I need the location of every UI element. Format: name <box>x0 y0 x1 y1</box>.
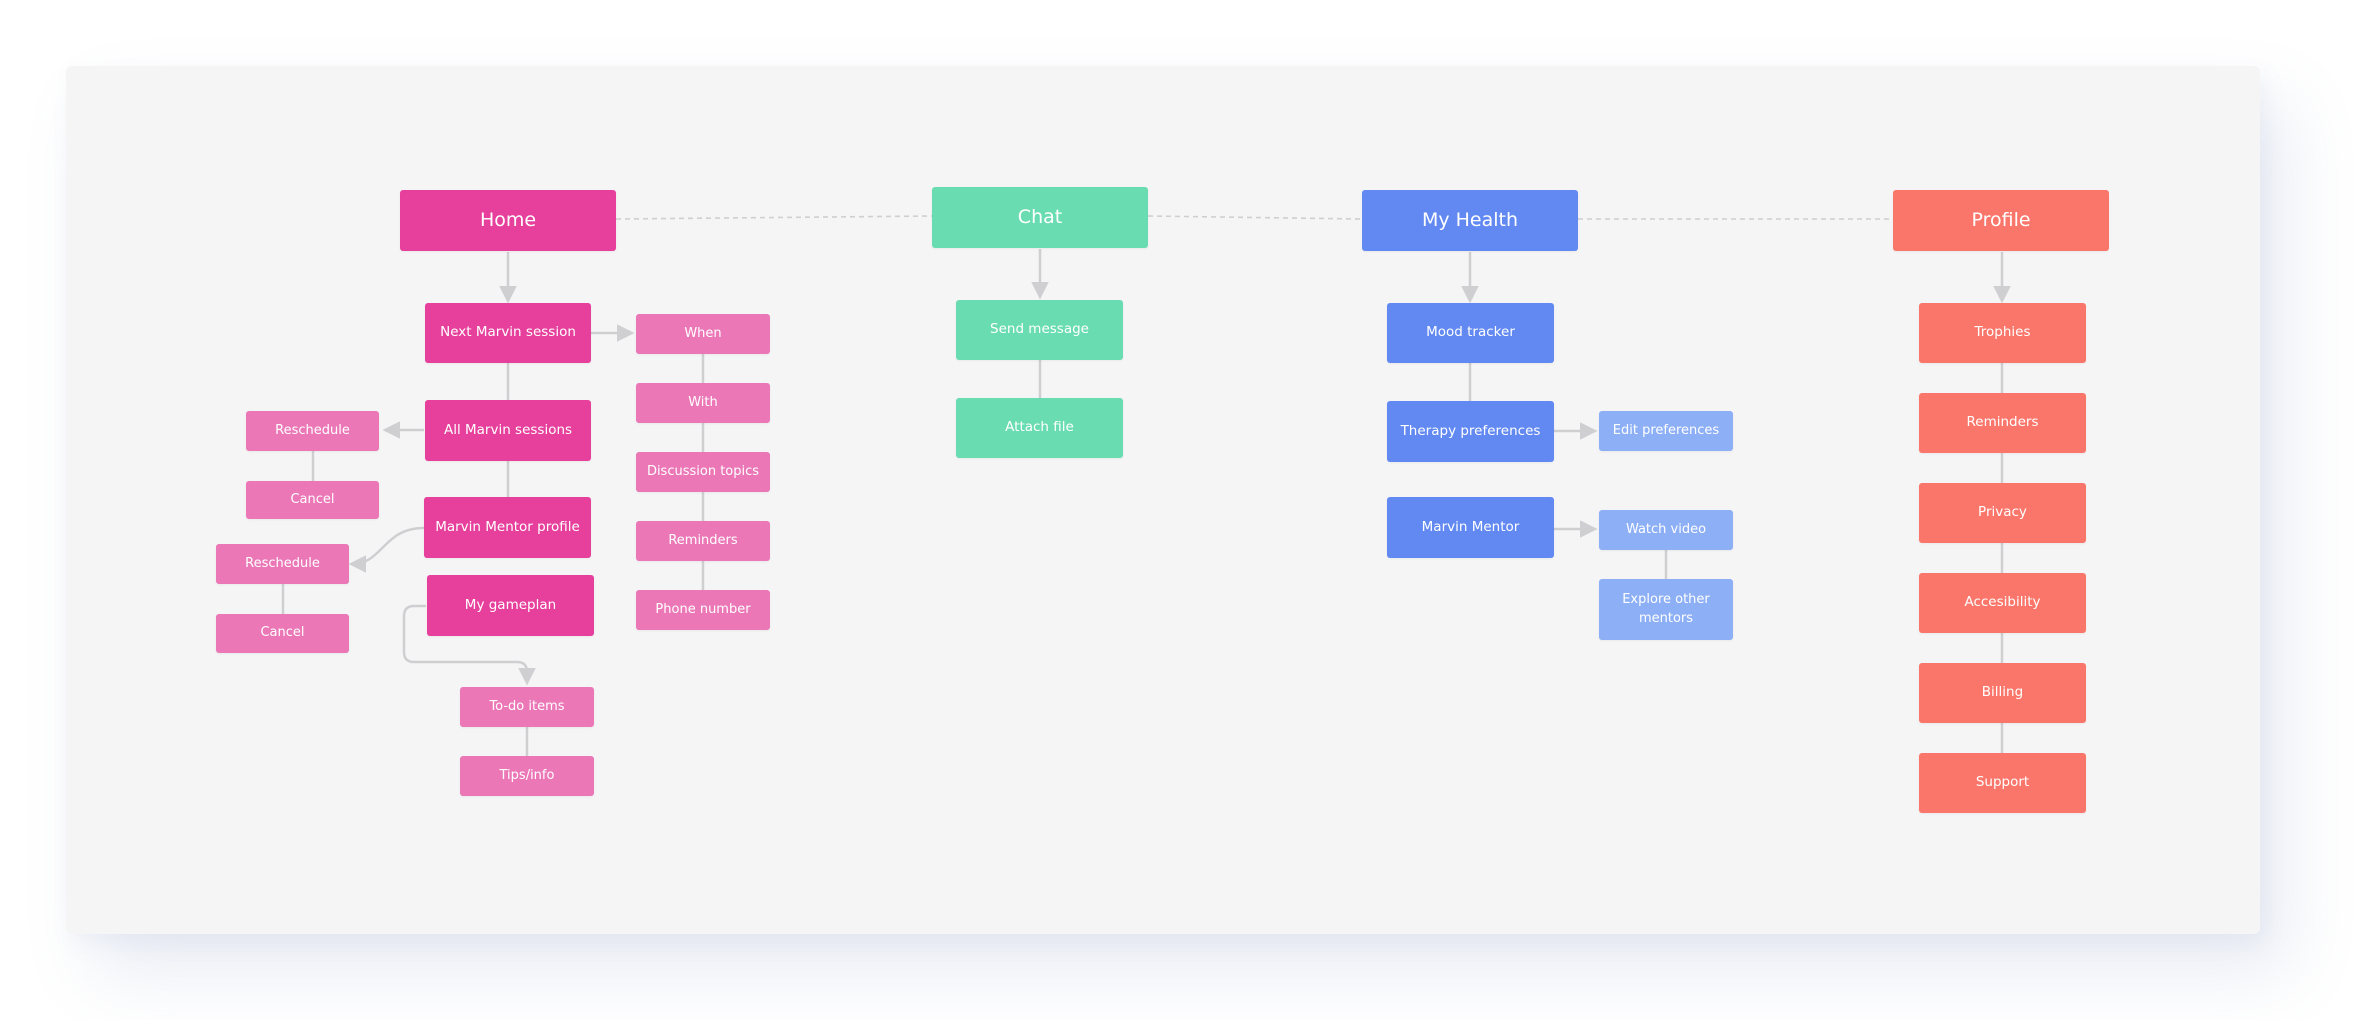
cancel-node[interactable]: Cancel <box>216 614 349 653</box>
chat-node[interactable]: Chat <box>932 187 1148 248</box>
reschedule-node[interactable]: Reschedule <box>246 411 379 451</box>
cancel-node[interactable]: Cancel <box>246 481 379 519</box>
support-node[interactable]: Support <box>1919 753 2086 813</box>
privacy-node[interactable]: Privacy <box>1919 483 2086 543</box>
with-node[interactable]: With <box>636 383 770 423</box>
home-node[interactable]: Home <box>400 190 616 251</box>
explore-other-mentors-node[interactable]: Explore other mentors <box>1599 579 1733 640</box>
reminders-node[interactable]: Reminders <box>636 521 770 561</box>
all-marvin-sessions-node[interactable]: All Marvin sessions <box>425 400 591 461</box>
reminders-node[interactable]: Reminders <box>1919 393 2086 453</box>
accessibility-node[interactable]: Accesibility <box>1919 573 2086 633</box>
marvin-mentor-profile-node[interactable]: Marvin Mentor profile <box>424 497 591 558</box>
my-gameplan-node[interactable]: My gameplan <box>427 575 594 636</box>
my-health-node[interactable]: My Health <box>1362 190 1578 251</box>
watch-video-node[interactable]: Watch video <box>1599 510 1733 550</box>
next-marvin-session-node[interactable]: Next Marvin session <box>425 303 591 363</box>
mood-tracker-node[interactable]: Mood tracker <box>1387 303 1554 363</box>
edit-preferences-node[interactable]: Edit preferences <box>1599 411 1733 451</box>
reschedule-node[interactable]: Reschedule <box>216 544 349 584</box>
attach-file-node[interactable]: Attach file <box>956 398 1123 458</box>
when-node[interactable]: When <box>636 314 770 354</box>
therapy-preferences-node[interactable]: Therapy preferences <box>1387 401 1554 462</box>
discussion-topics-node[interactable]: Discussion topics <box>636 452 770 492</box>
billing-node[interactable]: Billing <box>1919 663 2086 723</box>
send-message-node[interactable]: Send message <box>956 300 1123 360</box>
profile-node[interactable]: Profile <box>1893 190 2109 251</box>
phone-number-node[interactable]: Phone number <box>636 590 770 630</box>
marvin-mentor-node[interactable]: Marvin Mentor <box>1387 497 1554 558</box>
tips-info-node[interactable]: Tips/info <box>460 756 594 796</box>
trophies-node[interactable]: Trophies <box>1919 303 2086 363</box>
to-do-items-node[interactable]: To-do items <box>460 687 594 727</box>
